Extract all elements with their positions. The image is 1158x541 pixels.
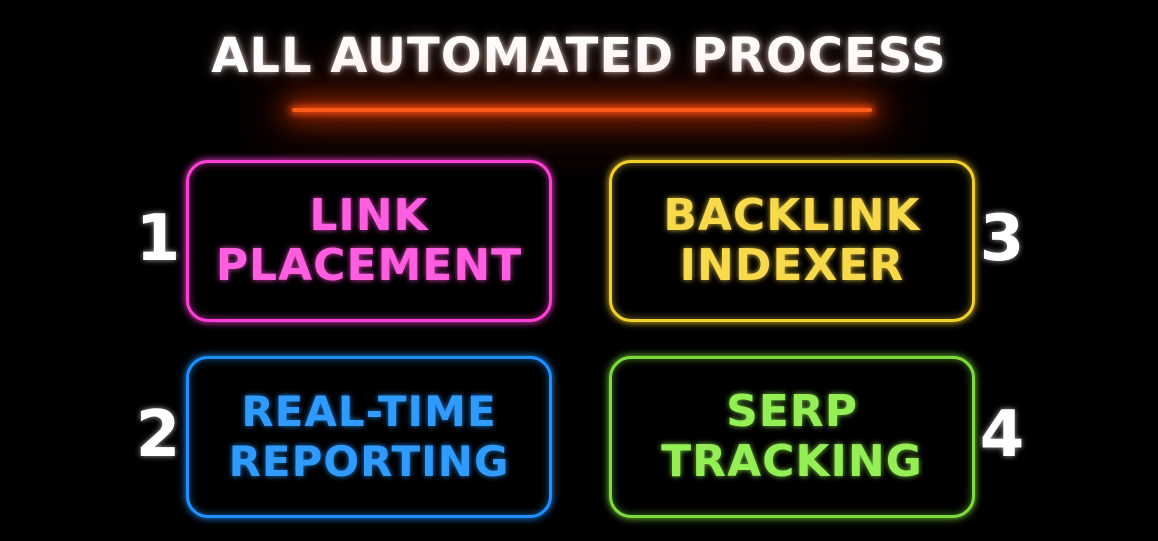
step-card-serp-tracking: SERP TRACKING bbox=[609, 356, 975, 518]
step-number-2: 2 bbox=[135, 398, 181, 472]
step-card-line1: SERP bbox=[726, 386, 858, 437]
step-number-3: 3 bbox=[979, 202, 1025, 276]
step-card-line1: REAL-TIME bbox=[241, 387, 497, 436]
step-card-link-placement: LINK PLACEMENT bbox=[186, 160, 552, 322]
step-card-line2: TRACKING bbox=[661, 436, 923, 487]
page-title: ALL AUTOMATED PROCESS bbox=[211, 28, 947, 84]
step-card-line2: INDEXER bbox=[679, 240, 905, 291]
step-card-real-time-reporting: REAL-TIME REPORTING bbox=[186, 356, 552, 518]
step-card-backlink-indexer: BACKLINK INDEXER bbox=[609, 160, 975, 322]
step-card-line2: PLACEMENT bbox=[215, 240, 523, 291]
step-number-1: 1 bbox=[135, 202, 181, 276]
glowing-divider bbox=[292, 108, 872, 112]
step-card-line2: REPORTING bbox=[228, 437, 510, 486]
step-card-line1: LINK bbox=[309, 190, 429, 241]
step-number-4: 4 bbox=[979, 398, 1025, 472]
step-card-line1: BACKLINK bbox=[663, 190, 921, 241]
